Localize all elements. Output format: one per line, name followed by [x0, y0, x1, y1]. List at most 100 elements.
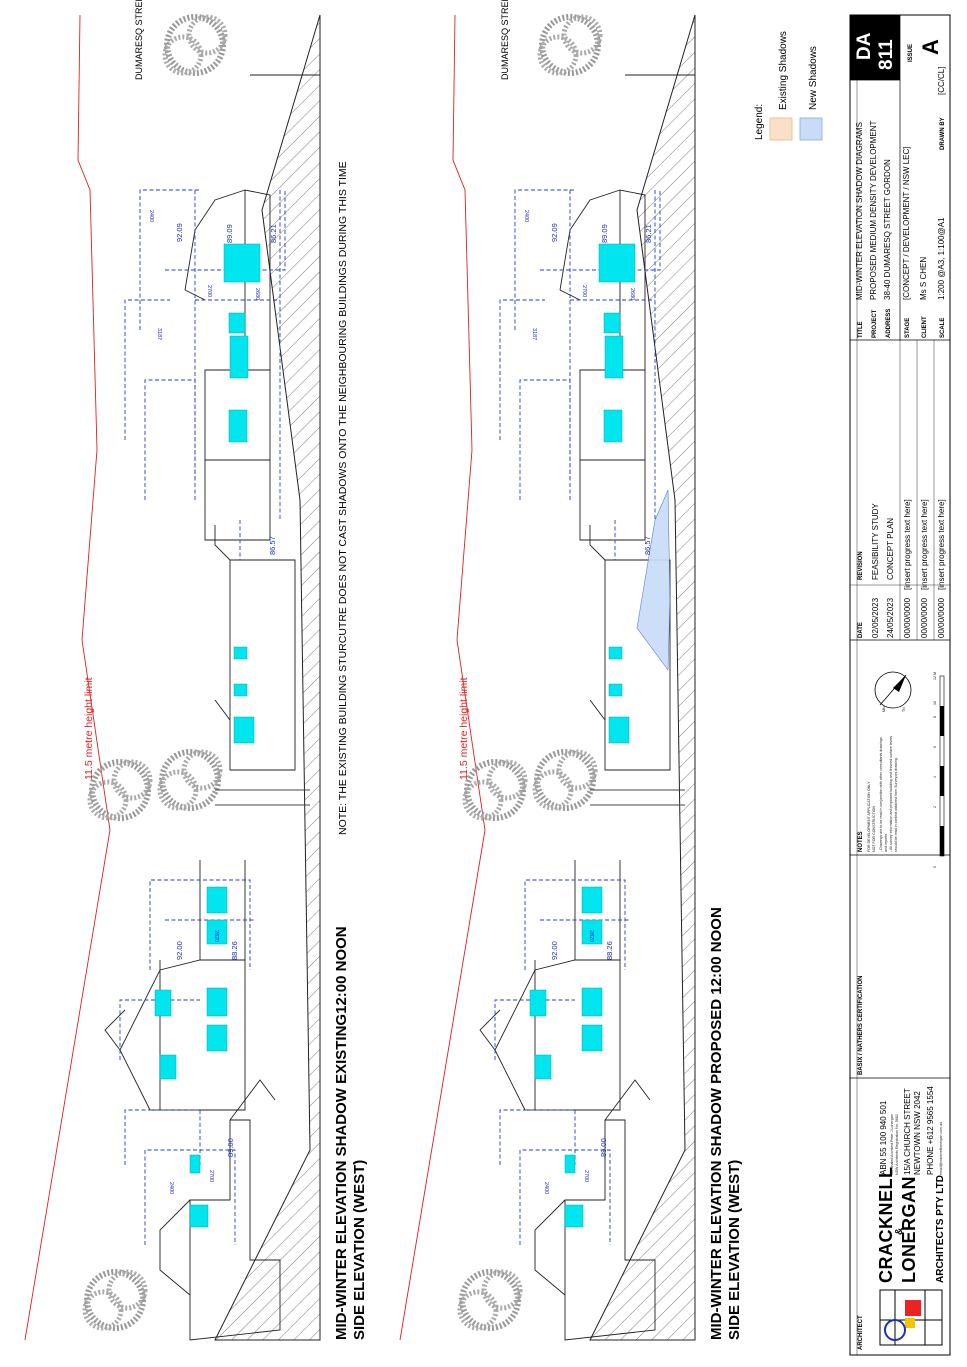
notes-label: NOTES — [858, 831, 864, 852]
revision-date: 24/05/2023 — [886, 597, 895, 638]
height-dim: 2700 — [583, 1170, 589, 1182]
level-label: 89.09 — [225, 224, 234, 243]
revision-date: 00/00/0000 — [903, 597, 912, 638]
street-label: DUMARESQ STREET — [500, 0, 510, 80]
level-label: 92.09 — [550, 223, 559, 242]
notes-text: - Drawings are to be read in conjunction… — [879, 737, 883, 852]
revision-date: 00/00/0000 — [937, 597, 946, 638]
revision-date: 00/00/0000 — [920, 597, 929, 638]
scale-tick: 6 — [933, 746, 937, 748]
nominated-architect: Nominated Architect Peter J Lonergan — [890, 1114, 894, 1175]
height-dim: 2820 — [213, 930, 219, 942]
sheet-number: 811 — [876, 39, 897, 70]
client-label: CLIENT — [922, 316, 928, 338]
notes-text: should be read in context obtained from … — [894, 757, 898, 852]
scale-tick: 4 — [933, 776, 937, 778]
new-shadow-area — [636, 489, 671, 671]
level-label: 89.09 — [600, 224, 609, 243]
logo-text: & — [894, 1228, 905, 1235]
tree-icon — [465, 762, 525, 818]
revision-text: [insert progress text here] — [920, 499, 929, 590]
scale-tick: 8 — [933, 716, 937, 718]
level-label: 92.09 — [175, 223, 184, 242]
project-label: PROJECT — [872, 309, 878, 338]
tree-icon — [460, 1272, 520, 1328]
north-arrow-icon — [874, 671, 912, 709]
scale-tick: 2 — [933, 806, 937, 808]
height-dim: 2680 — [254, 288, 260, 300]
height-dim: 2400 — [543, 1182, 549, 1194]
elevation-title: MID-WINTER ELEVATION SHADOW PROPOSED 12:… — [708, 907, 725, 1340]
legend-swatch-existing — [769, 117, 793, 141]
notes-text: FOR DEVELOPMENT APPLICATION ONLY — [867, 781, 871, 852]
tree-icon — [90, 762, 150, 818]
address-line: 15/A CHURCH STREET — [903, 1088, 912, 1175]
sheet-number-box — [850, 15, 900, 80]
elevation-proposed: 11.5 metre height limit DUMARESQ STREET … — [399, 0, 743, 1341]
revision-row: 02/05/2023 FEASIBILITY STUDY — [871, 503, 880, 638]
drawn-by-label: DRAWN BY — [940, 117, 946, 150]
height-dim: 2400 — [168, 1182, 174, 1194]
revision-row: 00/00/0000 [insert progress text here] — [920, 499, 929, 638]
level-label: 86.57 — [643, 536, 652, 555]
revision-row: 00/00/0000 [insert progress text here] — [937, 499, 946, 638]
legend-label-existing: Existing Shadows — [778, 31, 789, 110]
legend-label-new: New Shadows — [808, 46, 819, 110]
legend-swatch-new — [799, 117, 823, 141]
height-dim: 2400 — [148, 210, 154, 222]
address-label: ADDRESS — [886, 309, 892, 338]
sheet-prefix: DA — [854, 32, 875, 60]
elevation-existing: 11.5 metre height limit DUMARESQ STREET … — [24, 0, 368, 1341]
elevation-note: NOTE: THE EXISTING BUILDING STURCUTRE DO… — [337, 161, 349, 835]
level-label: 89.00 — [599, 1138, 608, 1157]
height-limit-label: 11.5 metre height limit — [83, 677, 95, 780]
height-dim: 2700 — [581, 285, 587, 297]
level-label: 92.00 — [550, 941, 559, 960]
height-dim: 2700 — [208, 1170, 214, 1182]
title-block: ARCHITECT CRACKNELL & LONERGAN ARCHITECT… — [849, 14, 951, 1356]
revision-text: FEASIBILITY STUDY — [871, 503, 880, 580]
revision-row: 00/00/0000 [insert progress text here] — [903, 499, 912, 638]
revision-date: 02/05/2023 — [871, 597, 880, 638]
project-value: PROPOSED MEDIUM DENSITY DEVELOPMENT — [869, 120, 878, 300]
level-label: 86.21 — [644, 224, 653, 243]
notes-text: and reports. — [884, 833, 888, 852]
abn-text: ABN 55 100 940 501 — [879, 1100, 888, 1175]
revision-text: CONCEPT PLAN — [886, 518, 895, 580]
title-value: MID-WINTER ELEVATION SHADOW DIAGRAMS — [855, 122, 864, 300]
tree-icon — [85, 1272, 145, 1328]
north-true-label: TN — [902, 707, 906, 712]
height-limit-line — [399, 14, 486, 1341]
architect-label: ARCHITECT — [858, 1315, 864, 1350]
stage-label: STAGE — [905, 318, 911, 338]
title-label: TITLE — [858, 321, 864, 338]
level-label: 92.00 — [175, 941, 184, 960]
elevation-subtitle: SIDE ELEVATION (WEST) — [726, 1160, 743, 1340]
scale-label: SCALE — [940, 318, 946, 338]
logo-text: ARCHITECTS PTY LTD — [935, 1175, 946, 1283]
scale-tick: 0 — [933, 866, 937, 868]
height-dim: 3187 — [531, 328, 537, 340]
email-text: email@cracknelllonergan.com.au — [939, 1122, 943, 1175]
issue-label: ISSUE — [908, 44, 914, 62]
height-limit-line — [24, 14, 111, 1341]
height-dim: 2680 — [629, 288, 635, 300]
height-dim: 3187 — [156, 328, 162, 340]
level-label: 86.57 — [268, 536, 277, 555]
date-label: DATE — [858, 622, 864, 638]
scale-tick: 10 — [933, 701, 937, 705]
revision-text: [insert progress text here] — [937, 499, 946, 590]
scale-tick: 12 M — [933, 672, 937, 680]
height-dim: 2400 — [523, 210, 529, 222]
north-mag-label: MN — [882, 706, 886, 712]
tree-icon — [165, 17, 225, 73]
logo-text: LONERGAN — [899, 1176, 919, 1283]
tree-icon — [160, 752, 220, 808]
level-label: 88.26 — [605, 941, 614, 960]
level-label: 89.00 — [226, 1138, 235, 1157]
company-logo — [879, 1289, 943, 1346]
level-label: 86.21 — [269, 224, 278, 243]
revision-text: [insert progress text here] — [903, 499, 912, 590]
elevation-title: MID-WINTER ELEVATION SHADOW EXISTING12:0… — [333, 926, 350, 1340]
revision-row: 24/05/2023 CONCEPT PLAN — [886, 518, 895, 638]
